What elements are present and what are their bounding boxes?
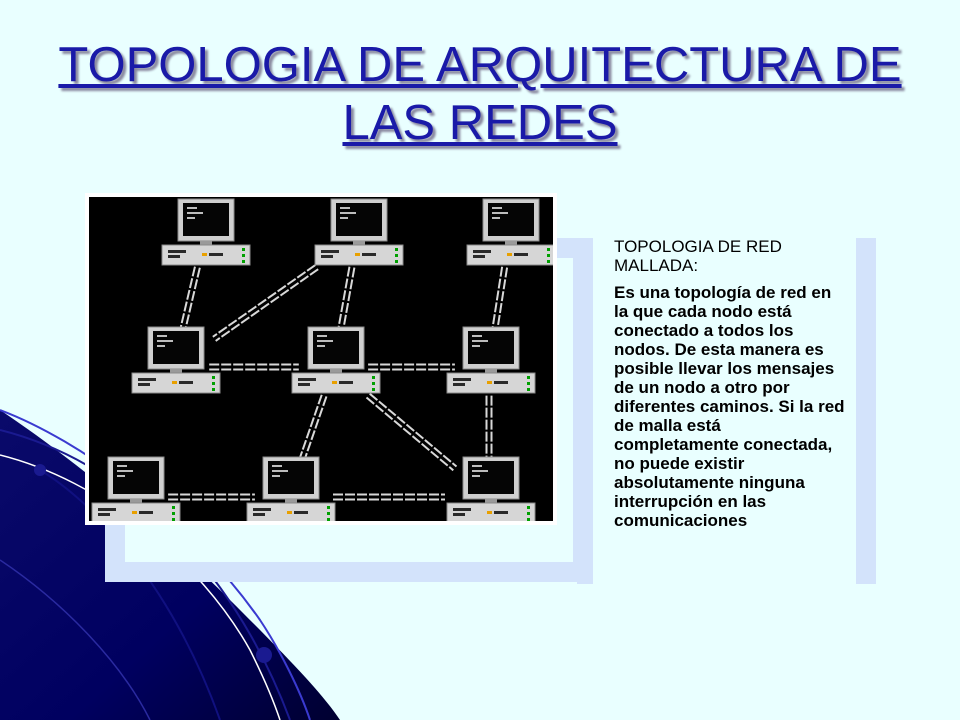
mesh-network-diagram [85,193,557,525]
image-frame-edge [577,238,593,584]
link-computer-6-computer-9 [485,395,493,469]
topology-heading: TOPOLOGIA DE RED MALLADA: [614,237,782,275]
link-computer-2-computer-4 [212,264,319,342]
text-frame-bar [856,238,876,584]
computer-9 [446,456,536,521]
computer-8 [246,456,336,521]
page-title: TOPOLOGIA DE ARQUITECTURA DE LAS REDES [58,38,902,150]
link-computer-7-computer-8 [168,493,255,501]
link-computer-5-computer-6 [368,363,455,371]
computer-5 [291,326,381,394]
link-computer-8-computer-9 [333,493,445,501]
computer-2 [314,198,404,266]
description-panel: TOPOLOGIA DE RED MALLADA: Es una topolog… [614,237,850,530]
computer-3 [466,198,553,266]
decor-dot-left [34,464,46,476]
link-computer-4-computer-5 [209,363,299,371]
computer-1 [161,198,251,266]
topology-description: Es una topología de red en la que cada n… [614,283,845,530]
computer-6 [446,326,536,394]
computer-4 [131,326,221,394]
link-computer-5-computer-9 [365,392,458,472]
computer-7 [91,456,181,521]
decor-dot-bottom [256,647,272,663]
